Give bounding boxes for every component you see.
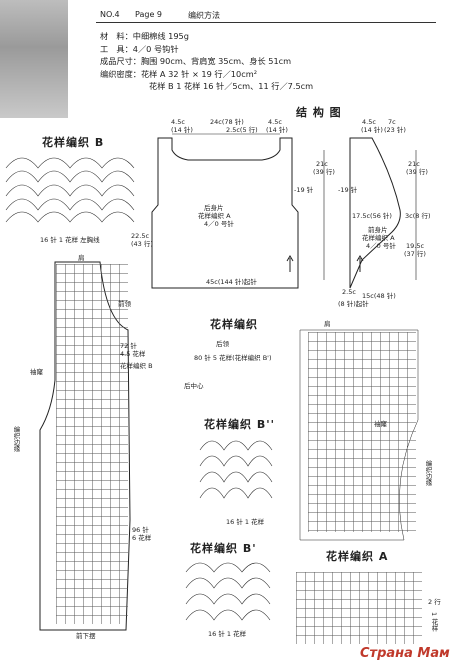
front-l1: 21c	[316, 160, 328, 168]
left-sleeve: 袖窿	[30, 368, 43, 376]
left-st72: 72 针	[120, 342, 137, 350]
front-top-right-rows: (23 针)	[384, 126, 406, 134]
left-bottom-st2: 96 针	[132, 526, 149, 534]
front-r3: 3c(8 行)	[405, 212, 431, 220]
right-shoulder: 肩	[324, 320, 331, 328]
pattern-b-caption: 16 针 1 花样 左胸线	[40, 236, 100, 244]
back-top-mid-rows: 2.5c(5 行)	[226, 126, 258, 134]
front-label3: 4／0 号针	[366, 242, 396, 250]
back-side: 22.5c	[131, 232, 150, 240]
back-top-left-st: (14 针)	[171, 126, 193, 134]
front-b1: 2.5c	[342, 288, 356, 296]
left-front-grid	[56, 264, 128, 624]
right-back-neck: 后领	[216, 340, 229, 348]
pattern-a-rows: 2 行	[428, 598, 441, 606]
front-label2: 花样编织 A	[362, 234, 395, 242]
front-top-left: 4.5c	[362, 118, 376, 126]
pattern-b2-scallops	[199, 440, 273, 499]
back-piece-outline	[151, 137, 299, 289]
tools-label: 工 具：	[100, 43, 133, 54]
right-sleeve: 袖窿	[374, 420, 387, 428]
back-side-rows: (43 行)	[131, 240, 153, 248]
front-r1-rows: (39 行)	[406, 168, 428, 176]
tools-value: 4／0 号钩针	[132, 43, 179, 54]
right-edge: 编织边缘	[424, 460, 432, 486]
materials-value: 中细棉线 195g	[132, 31, 189, 41]
header-page: Page 9	[135, 10, 162, 19]
specs-block: 材 料：中细棉线 195g 工 具：4／0 号钩针 成品尺寸：胸围 90cm、背…	[100, 30, 313, 93]
front-l1-rows: (39 行)	[313, 168, 335, 176]
pattern-b2-caption: 16 针 1 花样	[226, 518, 265, 526]
front-r1: 21c	[408, 160, 420, 168]
front-minus19: -19 针	[338, 186, 358, 194]
size-value: 胸围 90cm、背肩宽 35cm、身长 51cm	[140, 56, 292, 66]
pattern-title: 花样编织	[210, 318, 258, 331]
pattern-b2-title: 花样编织 B''	[204, 418, 275, 431]
back-label3: 4／0 号针	[204, 220, 234, 228]
back-label1: 后身片	[204, 204, 224, 212]
pattern-b1-caption: 16 针 1 花样	[208, 630, 247, 638]
back-label2: 花样编织 A	[198, 212, 231, 220]
front-top-right: 7c	[388, 118, 396, 126]
front-r4: 19.5c	[406, 242, 425, 250]
gauge-b: 花样 B 1 花样 16 针／5cm、11 行／7.5cm	[149, 81, 314, 91]
front-piece-outline	[349, 137, 401, 289]
left-pattern-b: 花样编织 B	[120, 362, 153, 370]
right-center: 后中心	[184, 382, 204, 390]
front-top-left-st: (14 针)	[361, 126, 383, 134]
materials-label: 材 料：	[100, 31, 133, 41]
back-top-right: 4.5c	[268, 118, 282, 126]
right-back-grid	[308, 332, 416, 532]
arrow-head	[286, 255, 294, 262]
pattern-b1-title: 花样编织 B'	[190, 542, 257, 555]
left-hem: 前下摆	[76, 632, 96, 640]
left-neck: 前领	[118, 300, 131, 308]
gauge-label: 编织密度：	[100, 68, 141, 79]
back-top-left: 4.5c	[171, 118, 185, 126]
header-no: NO.4	[100, 10, 120, 19]
gauge-a: 花样 A 32 针 × 19 行／10cm²	[140, 68, 257, 79]
back-bottom: 45c(144 针)起针	[206, 278, 257, 286]
pattern-b-title: 花样编织 B	[42, 136, 105, 149]
pattern-b1-scallops	[185, 562, 271, 621]
model-photo	[0, 0, 68, 118]
back-top-mid: 24c(78 针)	[210, 118, 244, 126]
left-shoulder: 肩	[78, 254, 85, 262]
front-mid: 17.5c(56 针)	[352, 212, 392, 220]
right-caption: 80 针 5 花样(花样编织 B')	[194, 354, 272, 362]
left-rows45: 4.5 花样	[120, 350, 146, 358]
pattern-a-title: 花样编织 A	[326, 550, 389, 563]
pattern-b-scallops	[5, 157, 135, 223]
front-b3: (8 针)起针	[338, 300, 369, 308]
back-top-right-st: (14 针)	[266, 126, 288, 134]
front-b2: 15c(48 针)	[362, 292, 396, 300]
back-minus19: -19 针	[294, 186, 314, 194]
front-r4-rows: (37 行)	[404, 250, 426, 258]
front-label1: 前身片	[368, 226, 388, 234]
pattern-a-unit: 1 花样	[430, 612, 438, 632]
pattern-a-grid	[296, 572, 422, 644]
watermark: Страна Мам	[360, 646, 450, 661]
header-rule	[96, 22, 436, 23]
left-edge: 编织边缘	[12, 426, 20, 452]
size-label: 成品尺寸：	[100, 56, 141, 66]
left-bottom-st: 6 花样	[132, 534, 152, 542]
header-method: 编织方法	[188, 11, 220, 20]
structure-title: 结 构 图	[296, 106, 342, 119]
arrow-head	[356, 255, 364, 262]
